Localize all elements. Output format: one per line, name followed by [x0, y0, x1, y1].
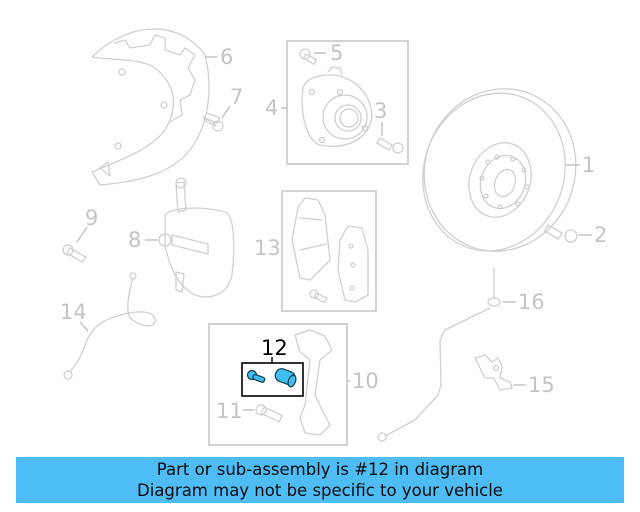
banner-disclaimer-line: Diagram may not be specific to your vehi…: [137, 481, 503, 500]
callout-5[interactable]: 5: [330, 41, 343, 65]
brake-pads-box: [281, 190, 377, 312]
callout-3[interactable]: 3: [374, 99, 387, 123]
callout-11[interactable]: 11: [216, 399, 243, 423]
caliper-bracket-box: [208, 323, 348, 446]
callout-9[interactable]: 9: [85, 206, 98, 230]
shield-bolt-part[interactable]: [202, 112, 224, 132]
caliper-part[interactable]: [158, 181, 235, 298]
bracket-bolt-part[interactable]: [255, 404, 283, 423]
wear-sensor-part[interactable]: [377, 267, 501, 442]
brake-hose-part[interactable]: [63, 272, 156, 380]
guide-pin-part[interactable]: [246, 369, 266, 383]
callout-10[interactable]: 10: [352, 369, 379, 393]
splash-shield-part[interactable]: [91, 28, 210, 186]
hub-screw-part[interactable]: [299, 48, 318, 65]
hub-bolt-part[interactable]: [376, 137, 404, 154]
callout-13[interactable]: 13: [254, 236, 281, 260]
callout-15[interactable]: 15: [528, 373, 555, 397]
callout-1[interactable]: 1: [582, 153, 595, 177]
brake-pads-part[interactable]: [291, 197, 369, 304]
wear-sensor-bracket-part[interactable]: [474, 354, 513, 391]
callout-16[interactable]: 16: [518, 290, 545, 314]
leader-line-7: [221, 105, 231, 119]
callout-14[interactable]: 14: [60, 300, 87, 324]
brake-rotor-part[interactable]: [401, 67, 599, 272]
callout-2[interactable]: 2: [594, 223, 607, 247]
callout-12[interactable]: 12: [261, 336, 288, 360]
hub-assembly-part[interactable]: [301, 66, 373, 147]
banner-part-line: Part or sub-assembly is #12 in diagram: [156, 460, 484, 479]
callout-6[interactable]: 6: [220, 45, 233, 69]
hub-group-box: [286, 40, 409, 165]
leader-line-9: [76, 226, 88, 243]
callout-4[interactable]: 4: [265, 96, 278, 120]
callout-7[interactable]: 7: [230, 85, 243, 109]
guide-bushing-part[interactable]: [274, 367, 298, 388]
leader-line-14: [79, 321, 89, 332]
callout-8[interactable]: 8: [128, 228, 141, 252]
info-banner: Part or sub-assembly is #12 in diagram D…: [16, 457, 624, 503]
caliper-bracket-part[interactable]: [294, 329, 333, 436]
rotor-screw-part[interactable]: [543, 224, 578, 243]
caliper-bolt-part[interactable]: [62, 244, 87, 263]
